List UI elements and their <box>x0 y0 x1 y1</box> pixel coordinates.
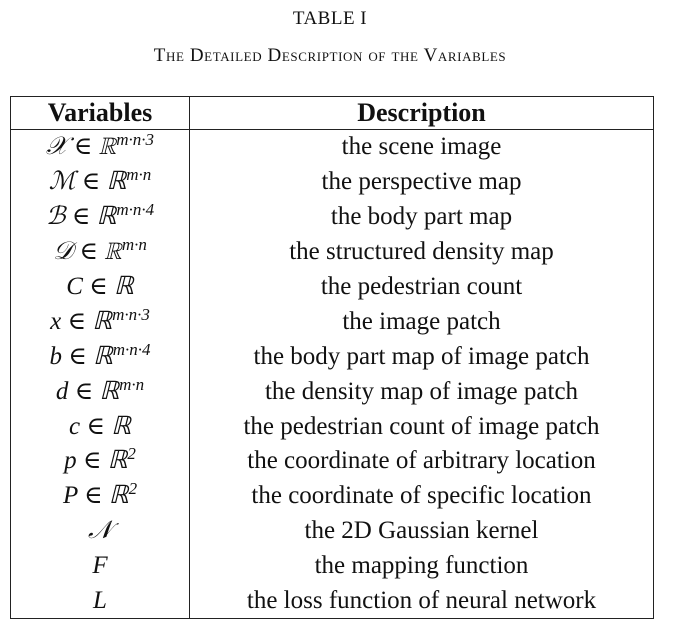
variable-cell: d ∈ ℝm·n <box>10 374 190 410</box>
variable-dimension: m·n <box>121 235 147 255</box>
table-row: C ∈ ℝ the pedestrian count <box>10 269 654 305</box>
description-cell: the scene image <box>341 133 502 161</box>
variable-cell: b ∈ ℝm·n·4 <box>10 339 190 375</box>
variable-cell: 𝒩 <box>10 513 190 549</box>
description-cell: the coordinate of specific location <box>251 482 592 510</box>
description-cell: the image patch <box>342 307 501 335</box>
description-cell: the density map of image patch <box>264 377 579 405</box>
table-row: d ∈ ℝm·n the density map of image patch <box>10 374 654 410</box>
variable-cell: L <box>10 583 190 619</box>
variable-cell: ℳ ∈ ℝm·n <box>10 164 190 200</box>
variable-cell: 𝒳 ∈ ℝm·n·3 <box>10 129 190 165</box>
description-cell: the coordinate of arbitrary location <box>247 447 596 475</box>
description-cell: the pedestrian count <box>320 273 523 300</box>
variable-cell: x ∈ ℝm·n·3 <box>10 304 190 340</box>
description-cell: the pedestrian count of image patch <box>243 412 600 440</box>
variable-dimension: 2 <box>127 444 136 464</box>
variable-symbol: p ∈ ℝ <box>64 447 128 475</box>
variable-cell: F <box>10 548 190 584</box>
description-cell: the body part map <box>330 203 513 231</box>
variable-symbol: 𝒳 ∈ ℝ <box>45 133 117 161</box>
variable-symbol: c ∈ ℝ <box>69 412 131 440</box>
variable-cell: 𝒟 ∈ ℝm·n <box>10 234 190 270</box>
table-label: TABLE I <box>292 8 368 29</box>
variable-dimension: 2 <box>128 479 138 499</box>
description-cell: the 2D Gaussian kernel <box>304 517 539 545</box>
variable-symbol: d ∈ ℝ <box>55 377 120 405</box>
variable-symbol: ℳ ∈ ℝ <box>48 168 127 196</box>
variable-cell: p ∈ ℝ2 <box>10 444 190 479</box>
variable-symbol: P ∈ ℝ <box>62 482 129 510</box>
table-row: x ∈ ℝm·n·3 the image patch <box>10 304 654 340</box>
variable-dimension: m·n <box>119 374 145 394</box>
table-row: p ∈ ℝ2 the coordinate of arbitrary locati… <box>10 444 654 479</box>
table-row: ℳ ∈ ℝm·n the perspective map <box>10 164 654 200</box>
variable-symbol: ℬ ∈ ℝ <box>45 203 117 231</box>
description-cell: the structured density map <box>289 238 554 266</box>
table-row: c ∈ ℝ the pedestrian count of image patch <box>10 409 654 445</box>
table-row: 𝒳 ∈ ℝm·n·3 the scene image <box>10 129 654 165</box>
variable-dimension: m·n·4 <box>116 200 155 220</box>
variable-dimension: m·n·3 <box>116 130 154 150</box>
variable-symbol: L <box>93 587 107 615</box>
variable-dimension: m·n <box>126 165 152 185</box>
variable-dimension: m·n·4 <box>112 339 151 359</box>
header-row: Variables Description <box>10 96 654 130</box>
table-row: ℬ ∈ ℝm·n·4 the body part map <box>10 199 654 235</box>
variable-cell: ℬ ∈ ℝm·n·4 <box>10 199 190 235</box>
description-cell: the body part map of image patch <box>253 342 590 370</box>
table-row: b ∈ ℝm·n·4 the body part map of image pat… <box>10 339 654 375</box>
description-cell: the loss function of neural network <box>246 587 597 615</box>
header-description: Description <box>189 96 654 130</box>
variable-symbol: C ∈ ℝ <box>66 273 134 300</box>
variable-dimension: m·n·3 <box>112 304 150 324</box>
header-variables: Variables <box>10 96 190 130</box>
variable-symbol: x ∈ ℝ <box>50 307 113 335</box>
description-cell: the perspective map <box>321 168 522 196</box>
variable-symbol: F <box>92 552 108 580</box>
variable-cell: c ∈ ℝ <box>10 409 190 445</box>
table-row: P ∈ ℝ2 the coordinate of specific locatio… <box>10 478 654 514</box>
variable-cell: P ∈ ℝ2 <box>10 478 190 514</box>
table-row: 𝒟 ∈ ℝm·n the structured density map <box>10 234 654 270</box>
table-title: The Detailed Description of the Variable… <box>153 45 507 66</box>
description-cell: the mapping function <box>314 552 529 580</box>
variable-symbol: b ∈ ℝ <box>49 342 113 370</box>
variable-cell: C ∈ ℝ <box>10 269 190 305</box>
variable-symbol: 𝒩 <box>88 517 112 545</box>
variable-symbol: 𝒟 ∈ ℝ <box>53 238 122 266</box>
